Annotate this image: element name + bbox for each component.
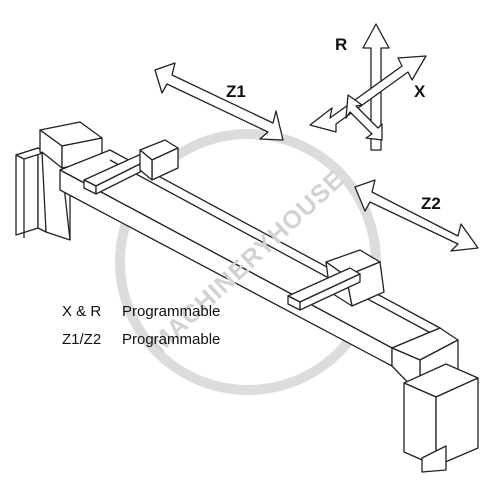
legend-row-xr: X & R Programmable — [62, 303, 220, 320]
x-arrow — [309, 55, 427, 133]
right-finger-stop — [287, 249, 385, 311]
left-finger-stop — [83, 139, 179, 195]
axis-label-x: X — [414, 82, 426, 101]
axis-label-z2: Z2 — [421, 194, 441, 213]
left-end-head — [39, 121, 103, 241]
legend-axes: Z1/Z2 — [62, 331, 102, 348]
legend-mode: Programmable — [122, 303, 221, 320]
right-end-body — [403, 363, 479, 473]
z2-arrow — [354, 179, 479, 252]
axis-label-r: R — [335, 35, 348, 54]
axis-label-z1: Z1 — [226, 82, 246, 101]
legend-axes: X & R — [62, 303, 102, 320]
left-end-body — [15, 147, 47, 238]
legend-row-z1z2: Z1/Z2 Programmable — [62, 331, 220, 348]
legend-mode: Programmable — [122, 331, 221, 348]
diagonal-arrow — [345, 94, 383, 141]
z1-arrow — [154, 62, 284, 141]
